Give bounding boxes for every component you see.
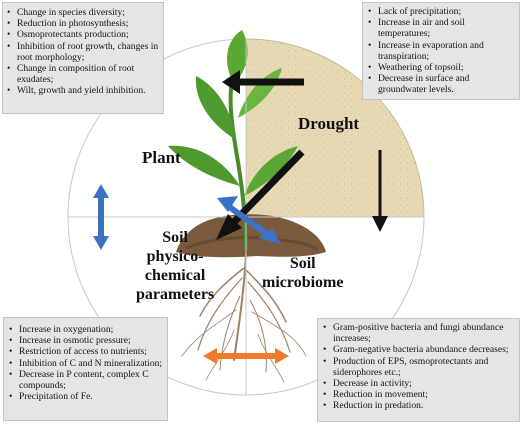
soil-label-line: parameters [136, 285, 214, 304]
soil-label-line: chemical [136, 266, 214, 285]
plant-effects-box: Change in species diversity; Reduction i… [2, 2, 164, 114]
soil-parameters-label: Soil physico- chemical parameters [136, 228, 214, 304]
drought-effect-item: Weathering of topsoil; [367, 62, 515, 73]
plant-effect-item: Inhibition of root growth, changes in ro… [6, 41, 159, 63]
soil-effect-item: Increase in oxygenation; [8, 324, 163, 335]
drought-effect-item: Increase in evaporation and transpiratio… [367, 40, 515, 62]
microbiome-label-line: Soil [262, 254, 343, 273]
microbiome-label-line: microbiome [262, 273, 343, 292]
microbiome-effects-box: Gram-positive bacteria and fungi abundan… [317, 318, 520, 422]
plant-effect-item: Osmoprotectants production; [6, 29, 159, 40]
drought-effect-item: Lack of precipitation; [367, 6, 515, 17]
drought-effect-item: Decrease in surface and groundwater leve… [367, 73, 515, 95]
microbiome-effect-item: Gram-negative bacteria abundance decreas… [322, 344, 515, 355]
soil-effect-item: Restriction of access to nutrients; [8, 346, 163, 357]
soil-effect-item: Inhibition of C and N mineralization; [8, 358, 163, 369]
plant-effect-item: Wilt, growth and yield inhibition. [6, 85, 159, 96]
plant-label: Plant [142, 148, 181, 168]
drought-label: Drought [298, 114, 359, 134]
plant-effect-item: Change in composition of root exudates; [6, 63, 159, 85]
microbiome-effect-item: Reduction in predation. [322, 400, 515, 411]
soil-effect-item: Decrease in P content, complex C compoun… [8, 369, 163, 391]
microbiome-effect-item: Gram-positive bacteria and fungi abundan… [322, 322, 515, 344]
microbiome-effect-item: Reduction in movement; [322, 389, 515, 400]
drought-effect-item: Increase in air and soil temperatures; [367, 17, 515, 39]
plant-effect-item: Reduction in photosynthesis; [6, 18, 159, 29]
microbiome-effect-item: Decrease in activity; [322, 378, 515, 389]
microbiome-effect-item: Production of EPS, osmoprotectants and s… [322, 356, 515, 378]
soil-effect-item: Precipitation of Fe. [8, 391, 163, 402]
soil-microbiome-label: Soil microbiome [262, 254, 343, 292]
plant-effect-item: Change in species diversity; [6, 7, 159, 18]
soil-effects-box: Increase in oxygenation; Increase in osm… [3, 317, 168, 421]
soil-label-line: physico- [136, 247, 214, 266]
drought-effects-box: Lack of precipitation; Increase in air a… [362, 2, 520, 100]
soil-label-line: Soil [136, 228, 214, 247]
soil-effect-item: Increase in osmotic pressure; [8, 335, 163, 346]
